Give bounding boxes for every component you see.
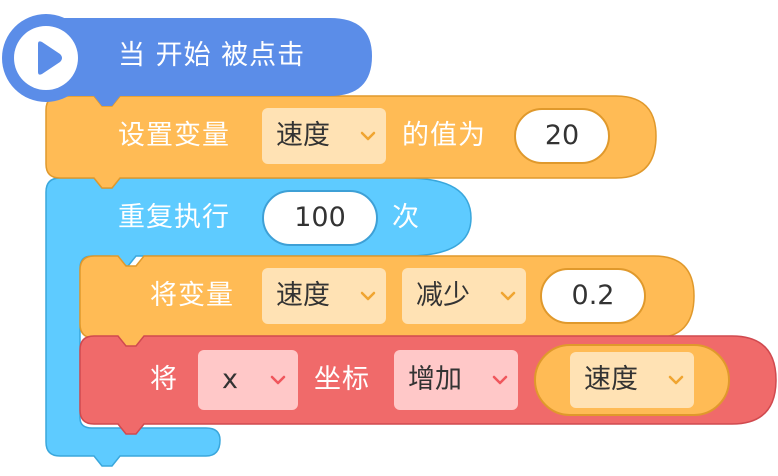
- repeat-label: 重复执行: [118, 202, 230, 233]
- play-icon[interactable]: [14, 26, 78, 90]
- reporter-variable-value: 速度: [584, 364, 638, 395]
- change-coordinate-label: 将: [150, 364, 178, 395]
- variable-reporter[interactable]: 速度: [534, 344, 730, 416]
- chevron-down-icon: [360, 291, 376, 301]
- change-variable-dropdown-value: 速度: [276, 280, 330, 311]
- chevron-down-icon: [500, 291, 516, 301]
- chevron-down-icon: [360, 131, 376, 141]
- axis-dropdown[interactable]: x: [198, 350, 298, 410]
- event-label: 当 开始 被点击: [118, 40, 306, 71]
- chevron-down-icon: [668, 375, 684, 385]
- set-value-input[interactable]: 20: [514, 108, 610, 164]
- change-value-input[interactable]: 0.2: [540, 268, 646, 324]
- axis-dropdown-value: x: [222, 364, 238, 395]
- set-variable-block[interactable]: 设置变量 速度 的值为 20: [45, 95, 658, 189]
- coordinate-operation-dropdown-value: 增加: [408, 364, 462, 395]
- change-operation-dropdown-value: 减少: [416, 280, 470, 311]
- repeat-block[interactable]: 重复执行 100 次: [45, 177, 476, 468]
- change-coordinate-block[interactable]: 将 x 坐标 增加 速度: [79, 335, 777, 435]
- reporter-variable-dropdown[interactable]: 速度: [570, 352, 694, 408]
- repeat-count-input[interactable]: 100: [262, 190, 378, 246]
- coordinate-operation-dropdown[interactable]: 增加: [394, 350, 518, 410]
- repeat-suffix: 次: [392, 202, 420, 233]
- set-variable-label: 设置变量: [118, 120, 230, 151]
- change-operation-dropdown[interactable]: 减少: [402, 268, 526, 324]
- coordinate-middle-label: 坐标: [314, 364, 370, 395]
- chevron-down-icon: [492, 375, 508, 385]
- chevron-down-icon: [270, 375, 286, 385]
- variable-dropdown[interactable]: 速度: [262, 108, 386, 164]
- set-variable-middle-label: 的值为: [402, 120, 486, 151]
- variable-dropdown-value: 速度: [276, 120, 330, 151]
- when-start-clicked-block[interactable]: 当 开始 被点击: [0, 14, 374, 106]
- change-variable-block[interactable]: 将变量 速度 减少 0.2: [79, 255, 696, 349]
- change-variable-dropdown[interactable]: 速度: [262, 268, 386, 324]
- change-variable-label: 将变量: [150, 280, 234, 311]
